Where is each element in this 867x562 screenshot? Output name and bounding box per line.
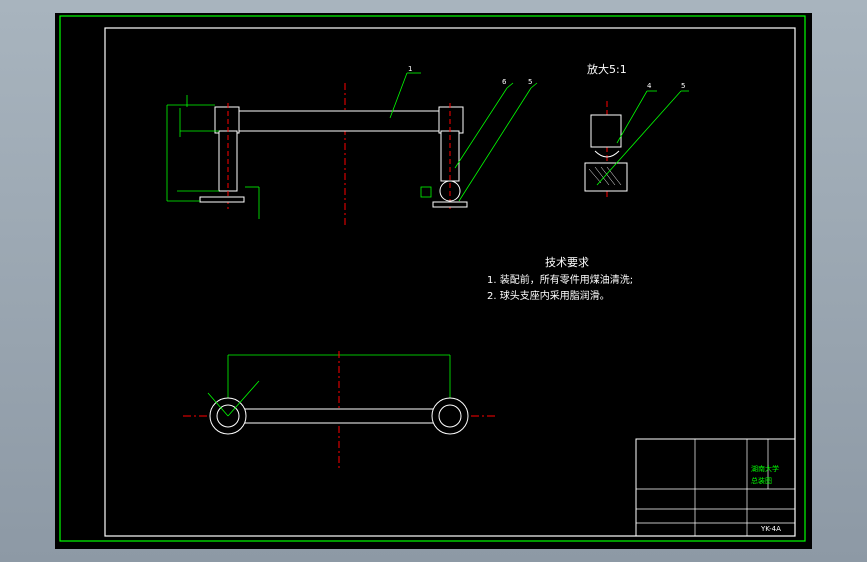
- detail-view: 放大5:1 4 5: [584, 62, 689, 199]
- drawing-viewport[interactable]: 1 6 5 放大5:1 4 5: [55, 13, 812, 549]
- top-view-rod: [244, 408, 436, 424]
- top-view-right-eye-outer: [431, 397, 469, 435]
- detail-socket: [584, 162, 628, 192]
- top-view: [183, 351, 495, 468]
- leader-3: [458, 87, 532, 202]
- detail-leader-1: [616, 90, 648, 144]
- right-base-plate: [432, 201, 468, 208]
- drawing-svg: 1 6 5 放大5:1 4 5: [59, 15, 806, 542]
- top-view-right-eye-inner: [438, 404, 462, 428]
- detail-leader-2: [596, 90, 682, 186]
- top-view-leader-a: [207, 392, 229, 417]
- detail-upper-block: [590, 114, 622, 148]
- tie-rod-body: [214, 110, 463, 132]
- title-block-school: 湖南大学: [751, 464, 779, 473]
- detail-leader-2-label: 5: [681, 82, 685, 90]
- left-base-plate: [199, 196, 245, 203]
- leader-3-label: 5: [528, 78, 532, 86]
- sheet-border: [59, 15, 806, 542]
- title-block-code: YK-4A: [760, 525, 781, 533]
- title-block-label: 总装图: [751, 476, 772, 485]
- title-block: 湖南大学 总装图 YK-4A: [635, 438, 796, 537]
- detail-leader-1-label: 4: [647, 82, 652, 90]
- detail-hatch: [588, 166, 622, 186]
- right-end-head: [438, 106, 464, 134]
- leader-3-shelf: [530, 82, 538, 89]
- notes-item-1: 1. 装配前，所有零件用煤油清洗;: [487, 273, 633, 286]
- ball-joint: [439, 180, 461, 202]
- notes-heading: 技术要求: [545, 256, 589, 269]
- leader-2-label: 6: [502, 78, 507, 86]
- leader-1-label: 1: [408, 65, 412, 73]
- detail-ball: [594, 150, 620, 158]
- notes-item-2: 2. 球头支座内采用脂润滑。: [487, 289, 610, 302]
- joint-symbol: [420, 186, 432, 198]
- title-block-frame: [635, 438, 796, 537]
- main-front-view: 1 6 5: [166, 65, 538, 228]
- drawing-frame: [104, 27, 796, 537]
- left-end-head: [214, 106, 240, 134]
- leader-2-shelf: [506, 82, 514, 89]
- technical-notes: 技术要求 1. 装配前，所有零件用煤油清洗; 2. 球头支座内采用脂润滑。: [487, 256, 633, 302]
- top-view-leader-b: [227, 380, 260, 417]
- top-view-left-eye-inner: [216, 404, 240, 428]
- detail-view-title: 放大5:1: [587, 62, 627, 76]
- leader-2: [454, 87, 508, 169]
- leader-1: [389, 72, 408, 119]
